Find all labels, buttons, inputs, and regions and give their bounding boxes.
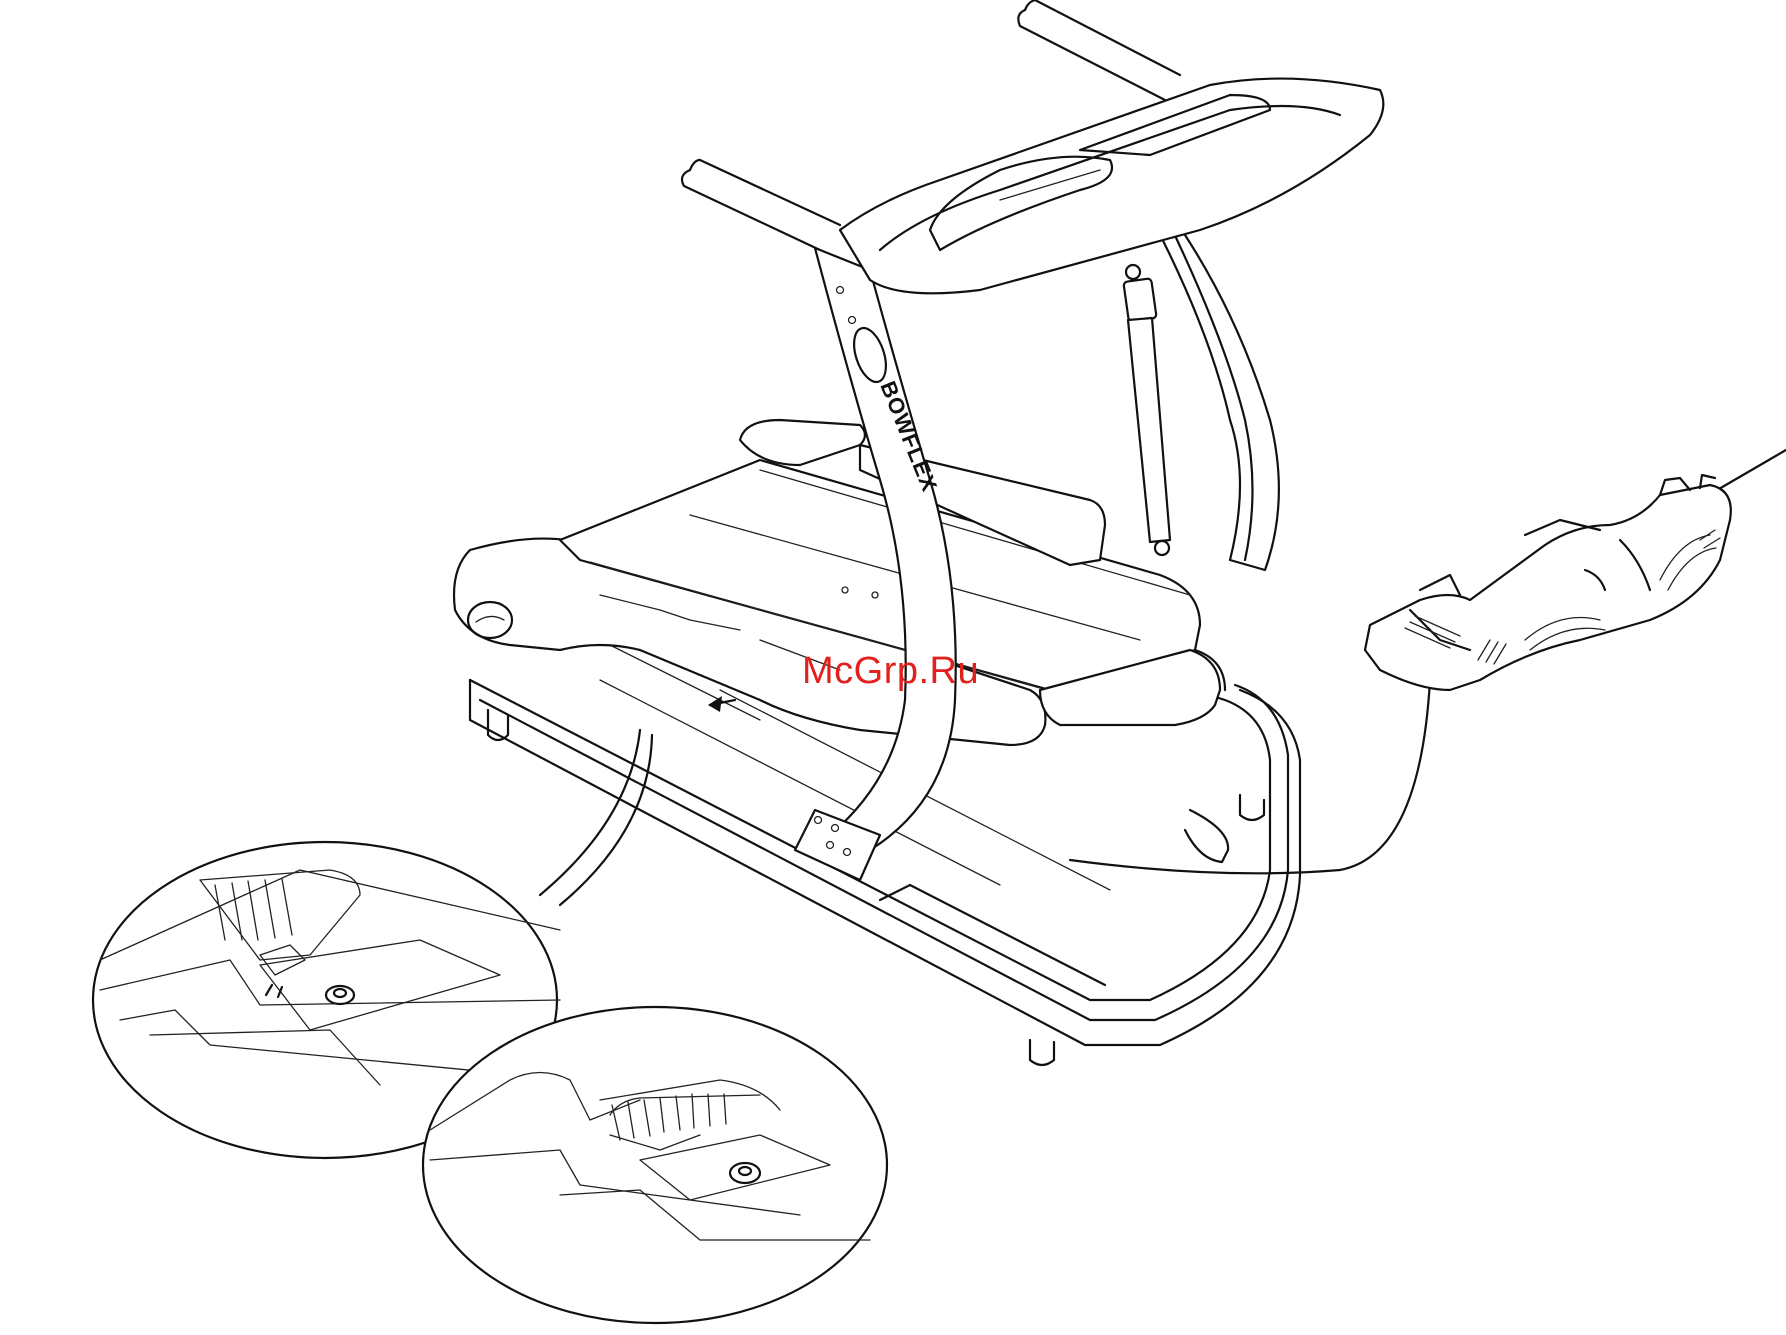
- detail-callout-after: [423, 1007, 887, 1323]
- install-arrow: [708, 696, 735, 712]
- walking-deck: [454, 420, 1225, 745]
- motor-hood-cover: [1365, 475, 1731, 690]
- gas-shock: [1123, 265, 1170, 555]
